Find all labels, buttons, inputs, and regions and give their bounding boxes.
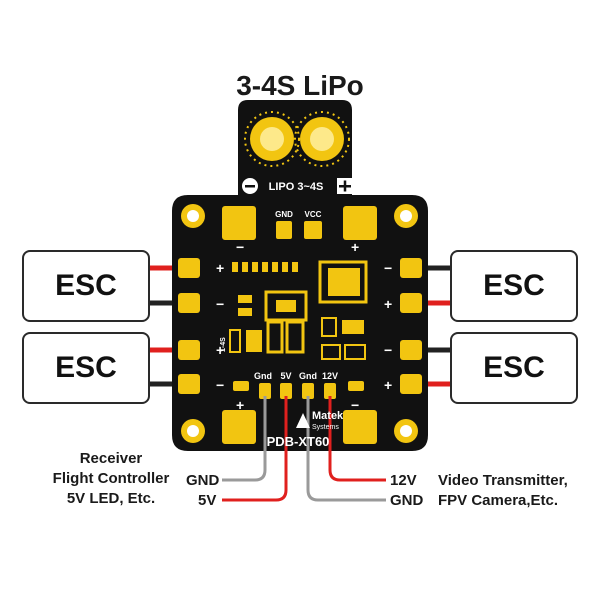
smd-components bbox=[229, 260, 368, 360]
left-description-line: 5V LED, Etc. bbox=[66, 490, 156, 507]
mounting-hole bbox=[394, 204, 418, 228]
pin-label: 12V bbox=[322, 371, 338, 381]
esc-box: ESC bbox=[450, 250, 578, 322]
esc-pad bbox=[400, 374, 422, 394]
mounting-hole bbox=[394, 419, 418, 443]
right-description-line: Video Transmitter, bbox=[438, 472, 568, 489]
esc-pad bbox=[178, 340, 200, 360]
model-label: PDB-XT60 bbox=[267, 434, 330, 449]
gnd-pad bbox=[276, 221, 292, 239]
brand-sub: Systems bbox=[312, 424, 339, 431]
pad-vcc-label: VCC bbox=[305, 210, 322, 219]
pdb-board bbox=[172, 100, 428, 451]
right-description-line: FPV Camera,Etc. bbox=[438, 492, 559, 509]
polarity-minus: − bbox=[384, 342, 392, 358]
battery-pad-negative bbox=[244, 111, 300, 167]
tiny-label: 1-4S bbox=[220, 337, 227, 352]
diagram-title: 3-4S LiPo bbox=[236, 70, 364, 101]
right-description: Video Transmitter, FPV Camera,Etc. bbox=[438, 471, 598, 511]
esc-box: ESC bbox=[450, 332, 578, 404]
wire-12v bbox=[328, 396, 386, 482]
pin-gnd-right bbox=[302, 383, 314, 399]
pin-label: Gnd bbox=[299, 371, 317, 381]
brand-name: Matek bbox=[312, 410, 344, 422]
vcc-pad bbox=[304, 221, 322, 239]
mounting-hole bbox=[181, 204, 205, 228]
lipo-label: LIPO 3~4S bbox=[269, 181, 324, 193]
wire-label-gnd-right: GND bbox=[390, 492, 424, 509]
wire-gnd-right bbox=[306, 396, 386, 502]
power-pad bbox=[222, 206, 256, 240]
polarity-minus: − bbox=[384, 260, 392, 276]
polarity-plus: + bbox=[236, 397, 244, 413]
polarity-minus: − bbox=[216, 377, 224, 393]
left-description-line: Flight Controller bbox=[52, 470, 170, 487]
battery-pad-positive bbox=[294, 111, 350, 167]
wire-label-gnd-left: GND bbox=[186, 472, 220, 489]
pin-5v bbox=[280, 383, 292, 399]
esc-pad bbox=[178, 374, 200, 394]
polarity-minus: − bbox=[236, 239, 244, 255]
power-pad bbox=[343, 206, 377, 240]
pin-label: 5V bbox=[280, 371, 291, 381]
power-pad bbox=[343, 410, 377, 444]
aux-pad bbox=[348, 381, 364, 391]
left-description-line: Receiver bbox=[79, 450, 143, 467]
polarity-plus: + bbox=[384, 296, 392, 312]
pin-gnd-left bbox=[259, 383, 271, 399]
left-description: Receiver Flight Controller 5V LED, Etc. bbox=[36, 449, 186, 509]
esc-pad bbox=[400, 258, 422, 278]
esc-pad bbox=[400, 293, 422, 313]
power-pad bbox=[222, 410, 256, 444]
pin-12v bbox=[324, 383, 336, 399]
wire-5v bbox=[222, 396, 288, 502]
esc-pad bbox=[400, 340, 422, 360]
esc-pad bbox=[178, 258, 200, 278]
wire-label-12v: 12V bbox=[390, 472, 417, 489]
polarity-minus: − bbox=[351, 397, 359, 413]
polarity-minus: − bbox=[216, 296, 224, 312]
wire-gnd-left bbox=[222, 396, 267, 482]
pin-label: Gnd bbox=[254, 371, 272, 381]
aux-pad bbox=[233, 381, 249, 391]
mounting-hole bbox=[181, 419, 205, 443]
esc-box: ESC bbox=[22, 332, 150, 404]
polarity-plus: + bbox=[384, 377, 392, 393]
matek-logo-icon bbox=[296, 413, 310, 428]
wire-label-5v: 5V bbox=[198, 492, 217, 509]
esc-box: ESC bbox=[22, 250, 150, 322]
polarity-plus: + bbox=[216, 342, 224, 358]
pad-gnd-label: GND bbox=[275, 210, 293, 219]
polarity-plus: + bbox=[351, 239, 359, 255]
polarity-plus: + bbox=[216, 260, 224, 276]
esc-pad bbox=[178, 293, 200, 313]
